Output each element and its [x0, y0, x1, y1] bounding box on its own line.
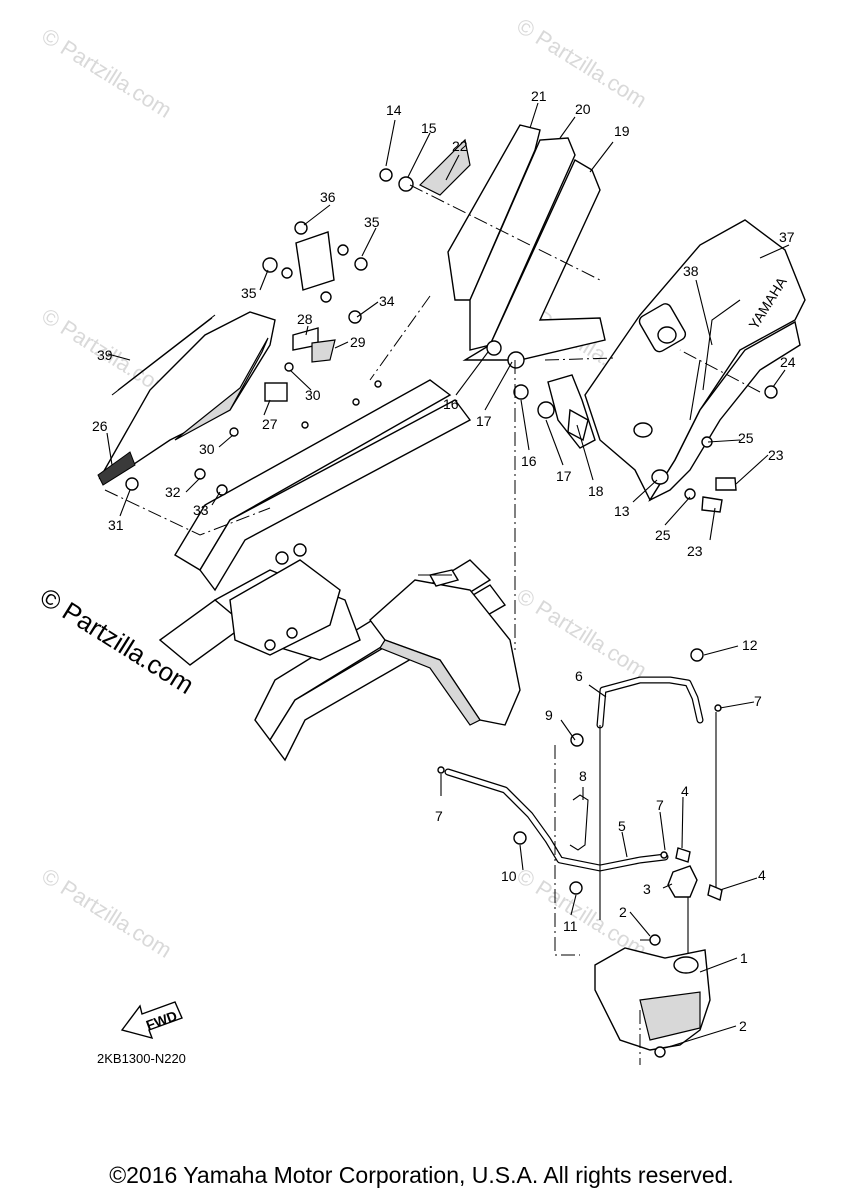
- coolant-reservoir-assembly: [437, 648, 723, 1058]
- callout-17: 17: [476, 413, 492, 429]
- callout-18: 18: [588, 483, 604, 499]
- callout-6: 6: [575, 668, 583, 684]
- callout-16: 16: [521, 453, 537, 469]
- watermark: © Partzilla.com: [37, 23, 176, 123]
- callout-19: 19: [614, 123, 630, 139]
- callout-26: 26: [92, 418, 108, 434]
- callout-7: 7: [656, 797, 664, 813]
- diagram-code: 2KB1300-N220: [97, 1051, 186, 1066]
- leader-lines: [106, 102, 790, 1049]
- callout-13: 13: [614, 503, 630, 519]
- callout-36: 36: [320, 189, 336, 205]
- callout-16: 16: [443, 396, 459, 412]
- fuel-tank-shroud: YAMAHA: [584, 219, 806, 513]
- callout-7: 7: [754, 693, 762, 709]
- callout-20: 20: [575, 101, 591, 117]
- callout-30: 30: [199, 441, 215, 457]
- callout-38: 38: [683, 263, 699, 279]
- callout-3: 3: [643, 881, 651, 897]
- callout-29: 29: [350, 334, 366, 350]
- callout-23: 23: [768, 447, 784, 463]
- callout-2: 2: [739, 1018, 747, 1034]
- callout-25: 25: [655, 527, 671, 543]
- assembly-lines: [104, 184, 761, 1065]
- callout-39: 39: [97, 347, 113, 363]
- callout-37: 37: [779, 229, 795, 245]
- callout-4: 4: [681, 783, 689, 799]
- callout-10: 10: [501, 868, 517, 884]
- callout-32: 32: [165, 484, 181, 500]
- callout-28: 28: [297, 311, 313, 327]
- callout-7: 7: [435, 808, 443, 824]
- callout-labels: 1 2 2 3 4 4 5 6 7 7 7 8 9 10 11 12 13 14…: [92, 88, 796, 1034]
- callout-15: 15: [421, 120, 437, 136]
- callout-8: 8: [579, 768, 587, 784]
- callout-31: 31: [108, 517, 124, 533]
- callout-27: 27: [262, 416, 278, 432]
- callout-24: 24: [780, 354, 796, 370]
- callout-35: 35: [364, 214, 380, 230]
- callout-9: 9: [545, 707, 553, 723]
- fwd-arrow-icon: FWD: [120, 1001, 183, 1040]
- callout-35: 35: [241, 285, 257, 301]
- copyright-notice: ©2016 Yamaha Motor Corporation, U.S.A. A…: [109, 1162, 734, 1188]
- callout-1: 1: [740, 950, 748, 966]
- callout-30: 30: [305, 387, 321, 403]
- callout-33: 33: [193, 502, 209, 518]
- callout-5: 5: [618, 818, 626, 834]
- callout-4: 4: [758, 867, 766, 883]
- frame-subframe: [158, 379, 521, 762]
- callout-25: 25: [738, 430, 754, 446]
- callout-2: 2: [619, 904, 627, 920]
- intake-covers: [379, 124, 606, 449]
- callout-14: 14: [386, 102, 402, 118]
- callout-22: 22: [452, 138, 468, 154]
- callout-11: 11: [563, 918, 578, 934]
- callout-23: 23: [687, 543, 703, 559]
- callout-34: 34: [379, 293, 395, 309]
- watermark: © Partzilla.com: [37, 863, 176, 963]
- callout-12: 12: [742, 637, 758, 653]
- side-cover: [97, 221, 368, 496]
- callout-21: 21: [531, 88, 547, 104]
- callout-17: 17: [556, 468, 572, 484]
